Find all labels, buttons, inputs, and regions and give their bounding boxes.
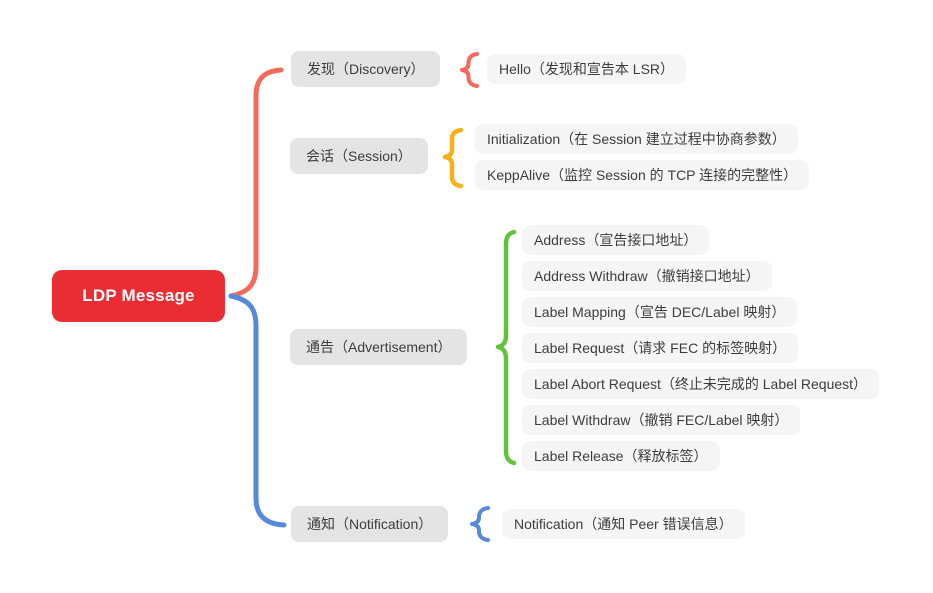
brace-session-children [442, 127, 464, 189]
brace-advertisement-children [495, 229, 517, 466]
leaf-node-label-request[interactable]: Label Request（请求 FEC 的标签映射） [522, 333, 799, 363]
leaf-node-initialization[interactable]: Initialization（在 Session 建立过程中协商参数） [475, 124, 798, 154]
connector-root-to-discovery [228, 67, 284, 299]
branch-node-advertisement[interactable]: 通告（Advertisement） [290, 329, 468, 365]
branch-node-discovery[interactable]: 发现（Discovery） [291, 51, 441, 87]
brace-notification-children [470, 506, 490, 542]
connector-root-to-notification [228, 293, 287, 528]
leaf-node-keppalive[interactable]: KeppAlive（监控 Session 的 TCP 连接的完整性） [475, 160, 810, 190]
leaf-node-label-release[interactable]: Label Release（释放标签） [522, 441, 720, 471]
leaf-node-label-withdraw[interactable]: Label Withdraw（撤销 FEC/Label 映射） [522, 405, 801, 435]
branch-node-notification[interactable]: 通知（Notification） [291, 506, 449, 542]
root-node-ldp-message[interactable]: LDP Message [52, 270, 225, 322]
brace-discovery-children [460, 52, 479, 88]
leaf-node-hello[interactable]: Hello（发现和宣告本 LSR） [487, 54, 687, 84]
leaf-node-address[interactable]: Address（宣告接口地址） [522, 225, 710, 255]
leaf-node-address-withdraw[interactable]: Address Withdraw（撤销接口地址） [522, 261, 772, 291]
leaf-node-label-mapping[interactable]: Label Mapping（宣告 DEC/Label 映射） [522, 297, 798, 327]
leaf-node-label-abort-request[interactable]: Label Abort Request（终止未完成的 Label Request… [522, 369, 880, 399]
branch-node-session[interactable]: 会话（Session） [290, 138, 428, 174]
leaf-node-notification-msg[interactable]: Notification（通知 Peer 错误信息） [502, 509, 745, 539]
